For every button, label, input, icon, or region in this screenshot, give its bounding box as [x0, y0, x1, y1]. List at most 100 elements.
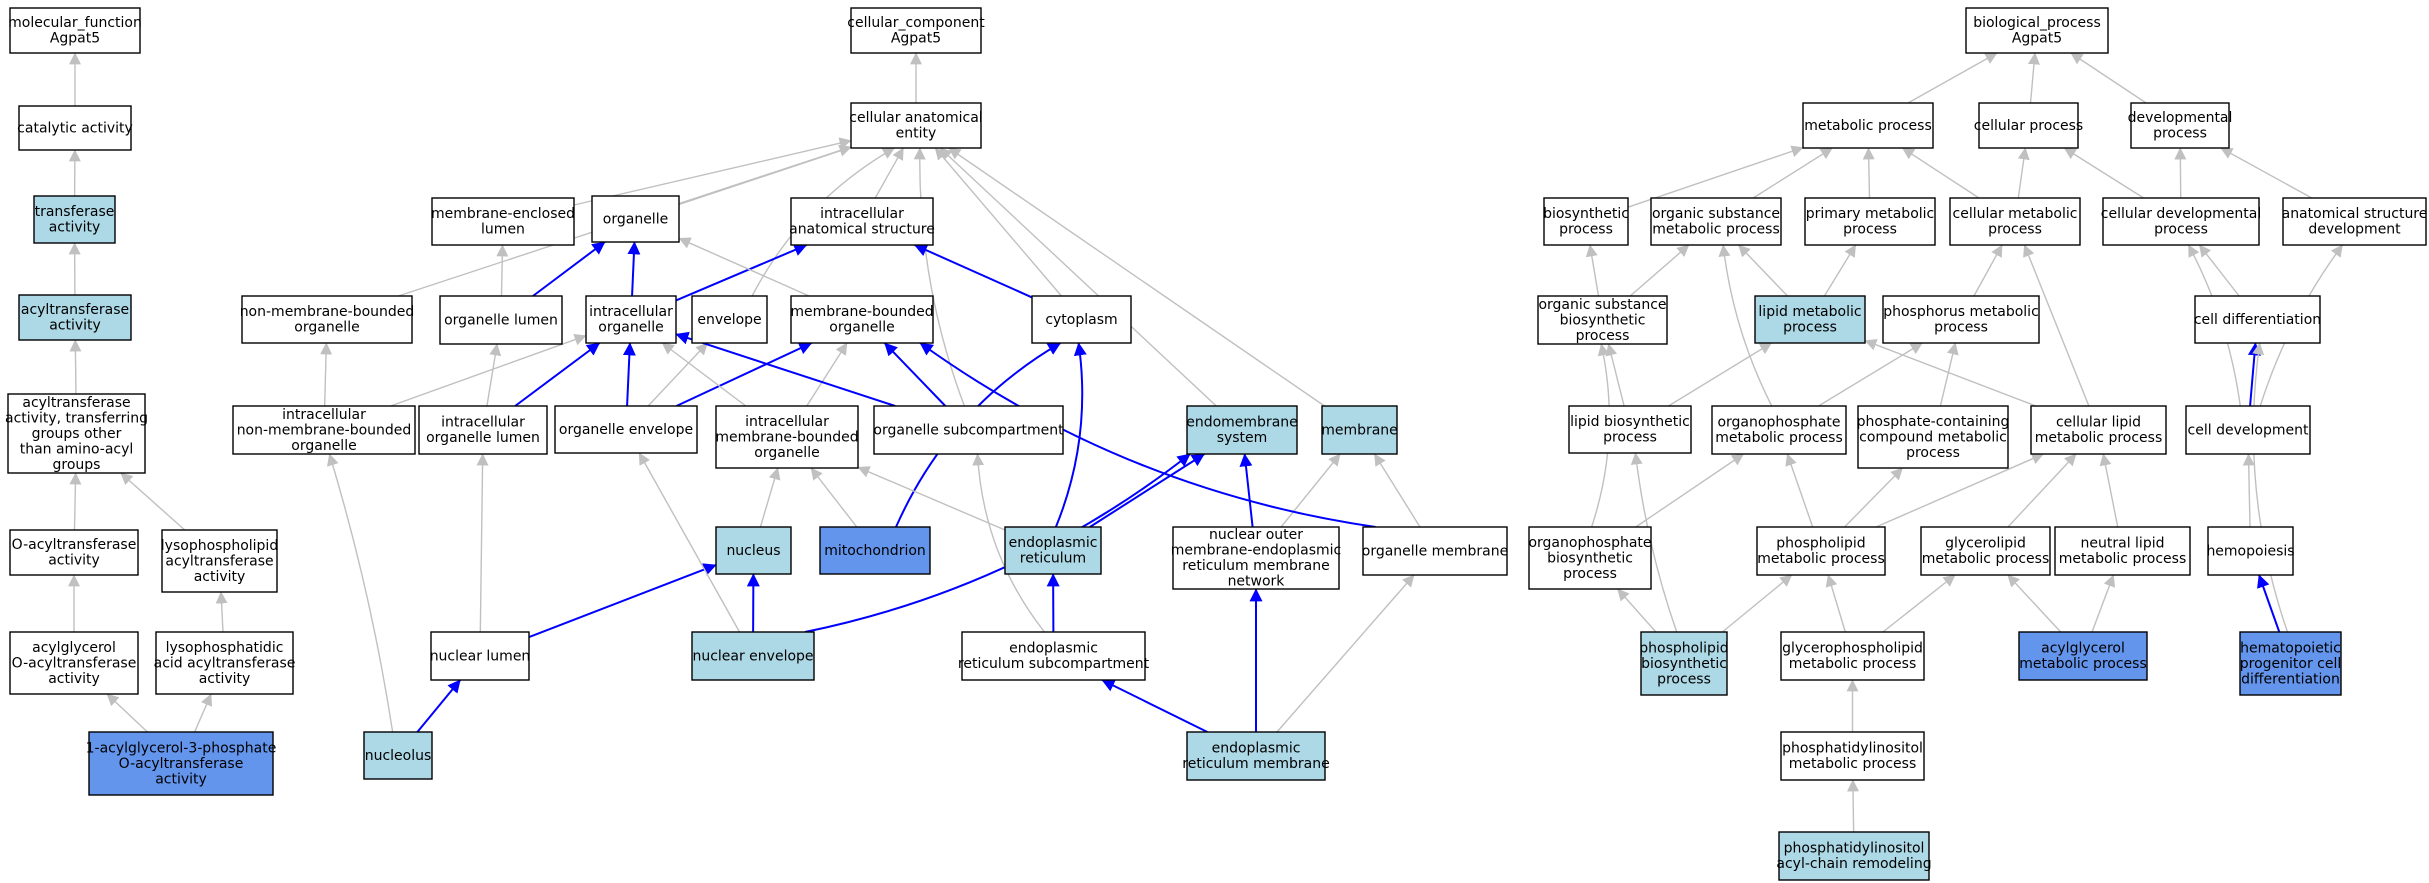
term-box: [691, 631, 815, 681]
term-label-line: cell development: [2188, 422, 2309, 438]
edge-plmp-to-clmp: [1875, 453, 2045, 528]
go-term-orgmem[interactable]: organelle membrane: [1362, 526, 1508, 576]
go-term-osub[interactable]: organelle subcompartment: [873, 405, 1064, 455]
term-label-line: intracellular: [589, 304, 673, 320]
go-term-agpat[interactable]: 1-acylglycerol-3-phosphateO-acyltransfer…: [86, 731, 277, 796]
term-label-line: cytoplasm: [1045, 312, 1117, 328]
go-term-nuclumen[interactable]: nuclear lumen: [430, 631, 531, 681]
edge-osbp-to-biosyn: [1585, 244, 1600, 297]
term-label-line: development: [2308, 222, 2401, 238]
go-term-cyto[interactable]: cytoplasm: [1031, 295, 1132, 344]
go-term-inmbo[interactable]: intracellularnon-membrane-boundedorganel…: [232, 405, 416, 455]
term-label-line: cellular_component: [847, 15, 985, 31]
term-box: [2194, 295, 2321, 344]
go-term-nucleolus[interactable]: nucleolus: [363, 731, 433, 780]
edge-iol-to-orglumen: [486, 343, 502, 407]
edge-pmp-to-metab: [1862, 147, 1875, 199]
term-box: [850, 7, 982, 54]
term-label-line: metabolic process: [1757, 551, 1885, 567]
term-box: [715, 405, 859, 469]
go-term-nucenv[interactable]: nuclear envelope: [691, 631, 815, 681]
edge-orgmem-to-memb: [1373, 453, 1421, 528]
go-term-orgenv[interactable]: organelle envelope: [554, 405, 698, 454]
term-label-line: organic substance: [1652, 206, 1780, 222]
edge-clmp-to-cmp: [2023, 244, 2090, 407]
go-term-nomern[interactable]: nuclear outermembrane-endoplasmicreticul…: [1171, 526, 1341, 590]
term-box: [439, 295, 563, 345]
go-term-org[interactable]: organelle: [591, 195, 680, 243]
go-term-celldev[interactable]: cell development: [2185, 405, 2311, 455]
term-label-line: acyltransferase: [165, 553, 273, 569]
go-term-metab[interactable]: metabolic process: [1802, 102, 1934, 149]
go-term-memb[interactable]: membrane: [1321, 405, 1398, 455]
edge-mito-to-imbo: [810, 467, 858, 528]
go-term-hemo[interactable]: hemopoiesis: [2206, 526, 2295, 576]
edge-lmp-to-osmp: [1738, 244, 1788, 297]
term-label-line: organophosphate: [1528, 535, 1651, 551]
term-label-line: process: [1783, 320, 1837, 336]
term-label-line: metabolic process: [1652, 222, 1780, 238]
go-term-cat[interactable]: catalytic activity: [17, 105, 133, 151]
go-term-env[interactable]: envelope: [691, 295, 768, 344]
term-box: [2030, 405, 2167, 455]
edge-lbp-to-osbp: [1605, 343, 1625, 407]
term-label-line: endoplasmic: [1009, 535, 1098, 551]
go-term-nucleus[interactable]: nucleus: [715, 526, 792, 575]
edge-iol-to-intorg: [514, 342, 601, 407]
term-label-line: process: [1576, 328, 1630, 344]
go-term-celldiff[interactable]: cell differentiation: [2194, 295, 2321, 344]
go-term-orglumen[interactable]: organelle lumen: [439, 295, 563, 345]
go-term-mito[interactable]: mitochondrion: [819, 526, 931, 575]
go-term-cellp[interactable]: cellular process: [1974, 102, 2083, 149]
term-box: [2018, 631, 2148, 681]
term-label-line: biosynthetic: [1547, 550, 1633, 566]
